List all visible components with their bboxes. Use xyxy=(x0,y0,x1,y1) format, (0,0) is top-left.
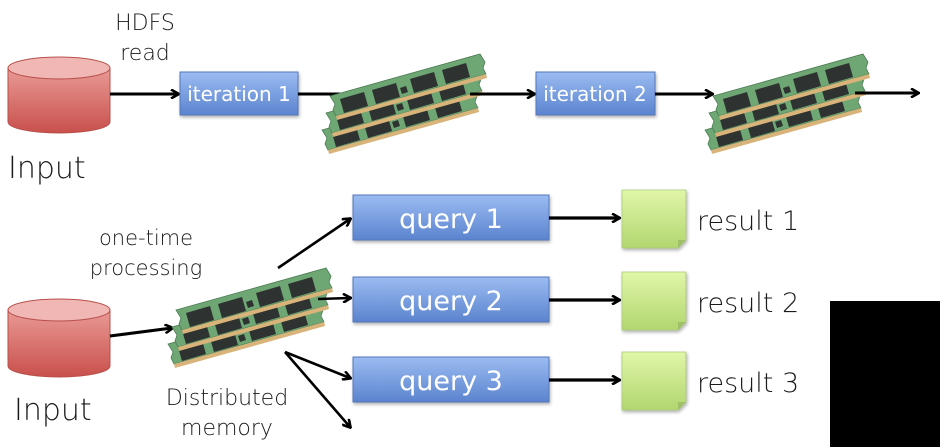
top-input-cylinder xyxy=(7,56,111,134)
iteration-1-box: iteration 1 xyxy=(179,71,299,116)
iteration-1-label: iteration 1 xyxy=(187,82,291,106)
result-note-fold xyxy=(678,402,686,410)
processing-label-line1: one-time xyxy=(99,226,193,250)
redaction-block xyxy=(830,301,940,447)
query-row: query 1 result 1 xyxy=(352,189,799,249)
ellipsis-more-queries: . . . xyxy=(428,429,473,447)
memory-label-line2: memory xyxy=(181,416,273,441)
query-box xyxy=(352,276,550,323)
arrow-to-more-queries xyxy=(284,351,350,427)
ram-icon-top-1 xyxy=(321,53,488,155)
query-row: query 3 result 3 xyxy=(352,351,799,411)
result-note-icon xyxy=(621,351,687,411)
result-label: result 1 xyxy=(697,206,799,237)
bottom-input-cylinder xyxy=(7,298,111,378)
arrow-to-query-1 xyxy=(277,219,350,270)
query-label: query 2 xyxy=(399,286,503,317)
memory-label-line1: Distributed xyxy=(166,386,288,411)
query-label: query 1 xyxy=(399,204,503,235)
result-label: result 2 xyxy=(697,288,799,319)
hdfs-label-line1: HDFS xyxy=(115,11,175,36)
query-row: query 2 result 2 xyxy=(352,271,799,331)
arrow-input-to-memory xyxy=(109,328,172,338)
processing-label-line2: processing xyxy=(90,256,202,280)
distributed-memory-icon xyxy=(167,267,334,369)
query-label: query 3 xyxy=(399,366,503,397)
result-label: result 3 xyxy=(697,368,799,399)
arrow-to-query-2 xyxy=(317,298,350,299)
result-note-fold xyxy=(678,240,686,248)
result-note-icon xyxy=(621,189,687,249)
arrow-to-query-3 xyxy=(284,350,350,378)
result-note-icon xyxy=(621,271,687,331)
query-box xyxy=(352,356,550,403)
iteration-2-label: iteration 2 xyxy=(543,82,647,106)
bottom-input-label: Input xyxy=(14,393,92,428)
ram-icon-top-2 xyxy=(704,53,871,155)
result-note-fold xyxy=(678,322,686,330)
iteration-2-box: iteration 2 xyxy=(535,71,656,116)
top-input-label: Input xyxy=(8,151,86,186)
hdfs-label-line2: read xyxy=(120,41,170,66)
